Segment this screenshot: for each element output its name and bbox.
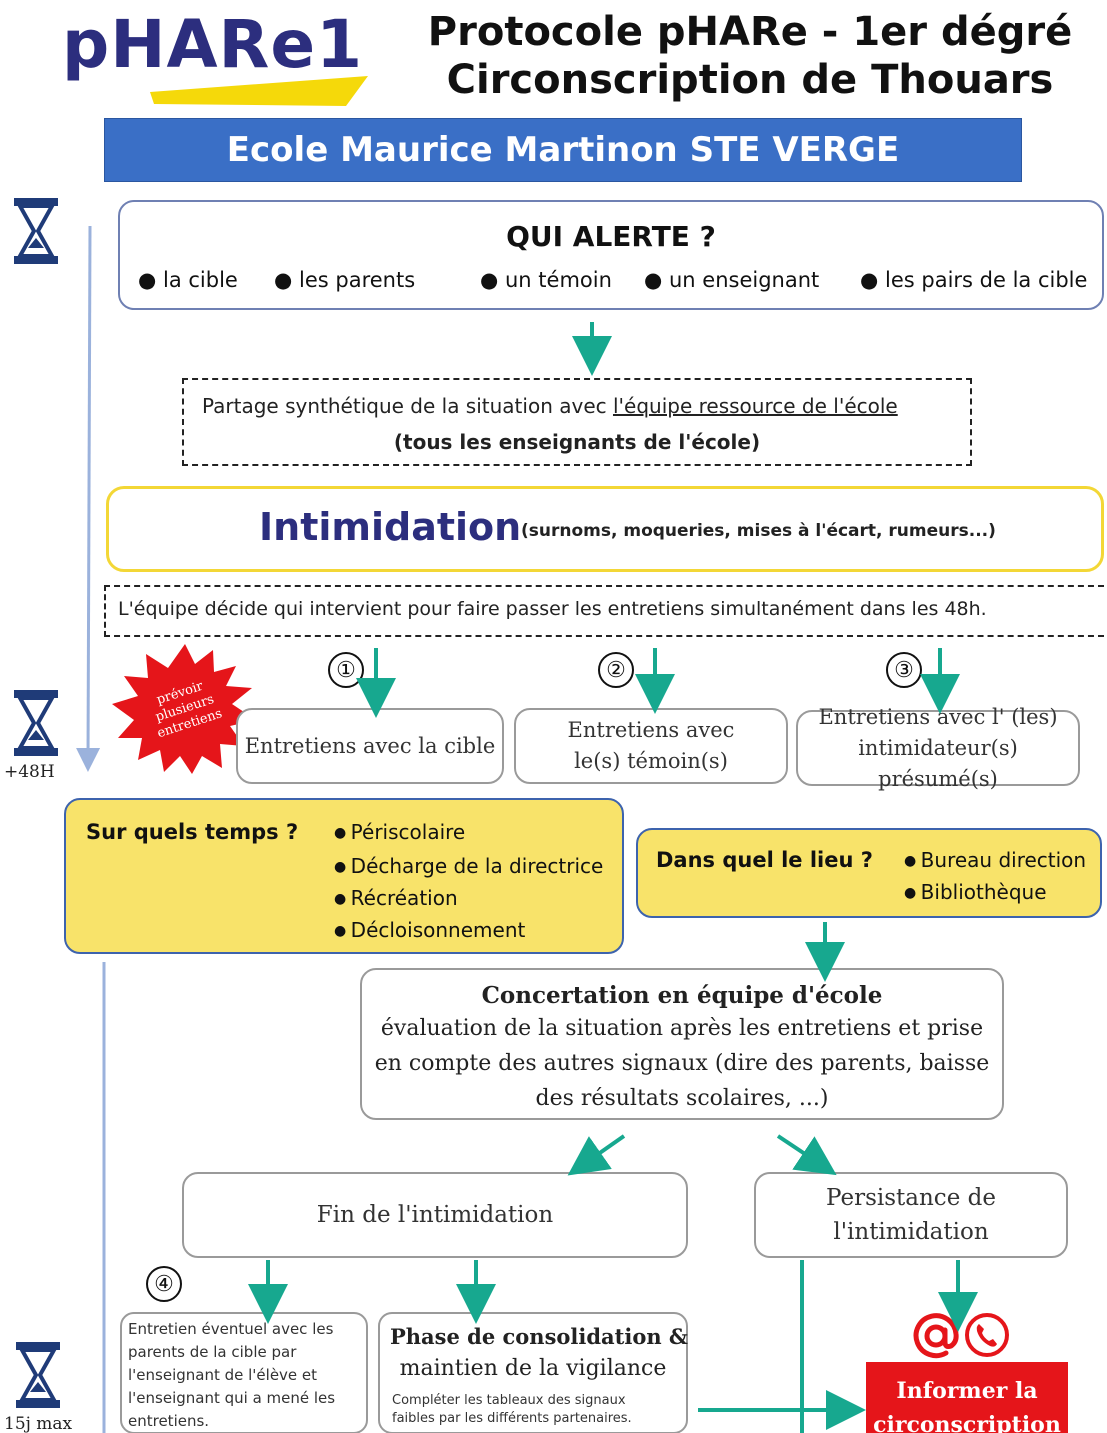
partage-text: Partage synthétique de la situation avec… bbox=[202, 394, 898, 418]
decision-text: L'équipe décide qui intervient pour fair… bbox=[118, 598, 987, 620]
concertation-title: Concertation en équipe d'école bbox=[481, 982, 883, 1009]
intimidation-title: Intimidation bbox=[259, 505, 522, 549]
alerte-item: ● un témoin bbox=[480, 268, 612, 292]
temps-item: Périscolaire bbox=[334, 820, 466, 844]
consolidation-box: Phase de consolidation & maintien de la … bbox=[378, 1312, 688, 1433]
consolidation-title: Phase de consolidation & bbox=[390, 1324, 688, 1349]
persistance-box: Persistance de l'intimidation bbox=[754, 1172, 1068, 1258]
temps-item: Décloisonnement bbox=[334, 918, 526, 942]
phone-icon bbox=[965, 1313, 1009, 1357]
lieu-item: Bibliothèque bbox=[904, 880, 1047, 904]
step-number: ③ bbox=[886, 652, 922, 688]
label-48h: +48H bbox=[4, 762, 55, 782]
entretien-parents-text: Entretien éventuel avec les parents de l… bbox=[128, 1320, 336, 1430]
sur-quels-temps-title: Sur quels temps ? bbox=[86, 820, 299, 844]
intimidation-subtitle: (surnoms, moqueries, mises à l'écart, ru… bbox=[521, 521, 996, 541]
lieu-item: Bureau direction bbox=[904, 848, 1086, 872]
contact-icons bbox=[912, 1310, 1014, 1360]
title-line-1: Protocole pHARe - 1er dégré bbox=[427, 9, 1073, 55]
informer-circonscription-box: Informer la circonscription bbox=[866, 1362, 1068, 1433]
hourglass-icon bbox=[16, 1342, 60, 1408]
starburst-badge: prévoir plusieurs entretiens bbox=[112, 644, 256, 774]
qui-alerte-box: QUI ALERTE ? ● la cible ● les parents ● … bbox=[118, 200, 1104, 310]
partage-box: Partage synthétique de la situation avec… bbox=[182, 378, 972, 466]
concertation-body: évaluation de la situation après les ent… bbox=[374, 1016, 990, 1111]
partage-subtext: (tous les enseignants de l'école) bbox=[393, 430, 761, 454]
qui-alerte-title: QUI ALERTE ? bbox=[506, 220, 716, 253]
alerte-item: ● les pairs de la cible bbox=[860, 268, 1088, 292]
dans-quel-lieu-title: Dans quel le lieu ? bbox=[656, 848, 873, 872]
hourglass-icon bbox=[14, 198, 58, 264]
alerte-item: ● la cible bbox=[138, 268, 238, 292]
dans-quel-lieu-box: Dans quel le lieu ? Bureau direction Bib… bbox=[636, 828, 1102, 918]
intimidation-box: Intimidation (surnoms, moqueries, mises … bbox=[106, 486, 1104, 572]
temps-item: Récréation bbox=[334, 886, 458, 910]
decision-box bbox=[104, 585, 1104, 637]
step-number: ④ bbox=[146, 1266, 182, 1302]
consolidation-subtitle: maintien de la vigilance bbox=[399, 1356, 667, 1381]
title-line-2: Circonscription de Thouars bbox=[446, 57, 1054, 103]
temps-item: Décharge de la directrice bbox=[334, 854, 604, 878]
school-banner: Ecole Maurice Martinon STE VERGE bbox=[104, 118, 1022, 182]
alerte-item: ● un enseignant bbox=[644, 268, 820, 292]
entretien-parents-box bbox=[120, 1312, 368, 1433]
hourglass-icon bbox=[14, 690, 58, 756]
alerte-item: ● les parents bbox=[274, 268, 416, 292]
fin-intimidation-box: Fin de l'intimidation bbox=[182, 1172, 688, 1258]
consolidation-note: Compléter les tableaux des signaux faibl… bbox=[392, 1393, 632, 1426]
label-15j: 15j max bbox=[4, 1414, 73, 1433]
phare-logo: pHARe1 bbox=[62, 6, 364, 83]
step-number: ② bbox=[598, 652, 634, 688]
concertation-box: Concertation en équipe d'école évaluatio… bbox=[360, 968, 1004, 1120]
page-title: Protocole pHARe - 1er dégré Circonscript… bbox=[400, 8, 1100, 104]
equipe-ressource-text: l'équipe ressource de l'école bbox=[612, 394, 898, 418]
logo-swoosh bbox=[150, 76, 368, 106]
sur-quels-temps-box: Sur quels temps ? Périscolaire Décharge … bbox=[64, 798, 624, 954]
